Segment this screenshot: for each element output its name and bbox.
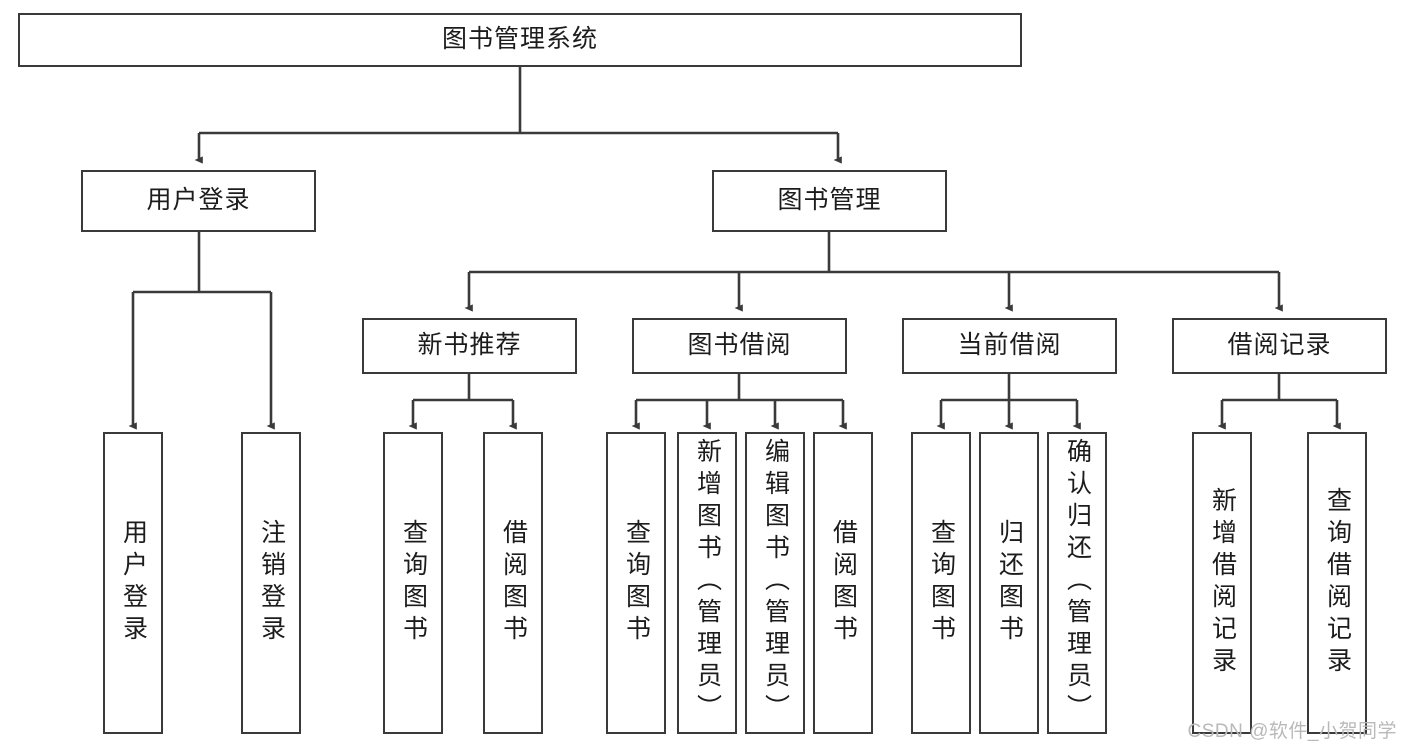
node-label: 借阅记录	[1227, 331, 1332, 360]
node-user-login[interactable]: 用户登录	[81, 170, 316, 232]
node-book-borrow[interactable]: 图书借阅	[632, 318, 847, 374]
node-borrow-record[interactable]: 借阅记录	[1172, 318, 1387, 374]
watermark-text: CSDN @软件_小贺同学	[1187, 721, 1397, 742]
leaf-book-borrow-edit[interactable]: 编辑图书（管理员）	[745, 432, 805, 734]
node-new-book-recommend[interactable]: 新书推荐	[362, 318, 577, 374]
node-current-borrow[interactable]: 当前借阅	[902, 318, 1117, 374]
node-label: 用户登录	[119, 519, 148, 647]
node-label: 借阅图书	[829, 519, 858, 647]
leaf-borrow-record-query[interactable]: 查询借阅记录	[1307, 432, 1367, 734]
leaf-current-borrow-return[interactable]: 归还图书	[979, 432, 1039, 734]
node-label: 用户登录	[146, 186, 251, 215]
leaf-new-book-query[interactable]: 查询图书	[383, 432, 443, 734]
node-label: 新增图书（管理员）	[693, 438, 722, 726]
leaf-user-login-login[interactable]: 用户登录	[103, 432, 163, 734]
node-label: 当前借阅	[957, 331, 1062, 360]
node-label: 确认归还（管理员）	[1063, 438, 1092, 726]
leaf-current-borrow-query[interactable]: 查询图书	[911, 432, 971, 734]
leaf-current-borrow-confirm-return[interactable]: 确认归还（管理员）	[1047, 432, 1107, 734]
leaf-book-borrow-add[interactable]: 新增图书（管理员）	[677, 432, 737, 734]
node-label: 编辑图书（管理员）	[761, 438, 790, 726]
node-label: 注销登录	[257, 519, 286, 647]
leaf-book-borrow-query[interactable]: 查询图书	[606, 432, 666, 734]
node-label: 查询图书	[622, 519, 651, 647]
node-label: 归还图书	[995, 519, 1024, 647]
leaf-borrow-record-add[interactable]: 新增借阅记录	[1192, 432, 1252, 734]
leaf-book-borrow-borrow[interactable]: 借阅图书	[813, 432, 873, 734]
node-label: 查询借阅记录	[1323, 487, 1352, 679]
leaf-user-login-logout[interactable]: 注销登录	[241, 432, 301, 734]
node-label: 查询图书	[927, 519, 956, 647]
node-label: 图书管理	[777, 186, 882, 215]
node-label: 新书推荐	[417, 331, 522, 360]
leaf-new-book-borrow[interactable]: 借阅图书	[483, 432, 543, 734]
node-label: 新增借阅记录	[1208, 487, 1237, 679]
node-label: 查询图书	[399, 519, 428, 647]
node-root-system[interactable]: 图书管理系统	[18, 13, 1022, 67]
node-book-management[interactable]: 图书管理	[712, 170, 947, 232]
node-label: 图书借阅	[687, 331, 792, 360]
node-label: 图书管理系统	[441, 25, 598, 54]
node-label: 借阅图书	[499, 519, 528, 647]
